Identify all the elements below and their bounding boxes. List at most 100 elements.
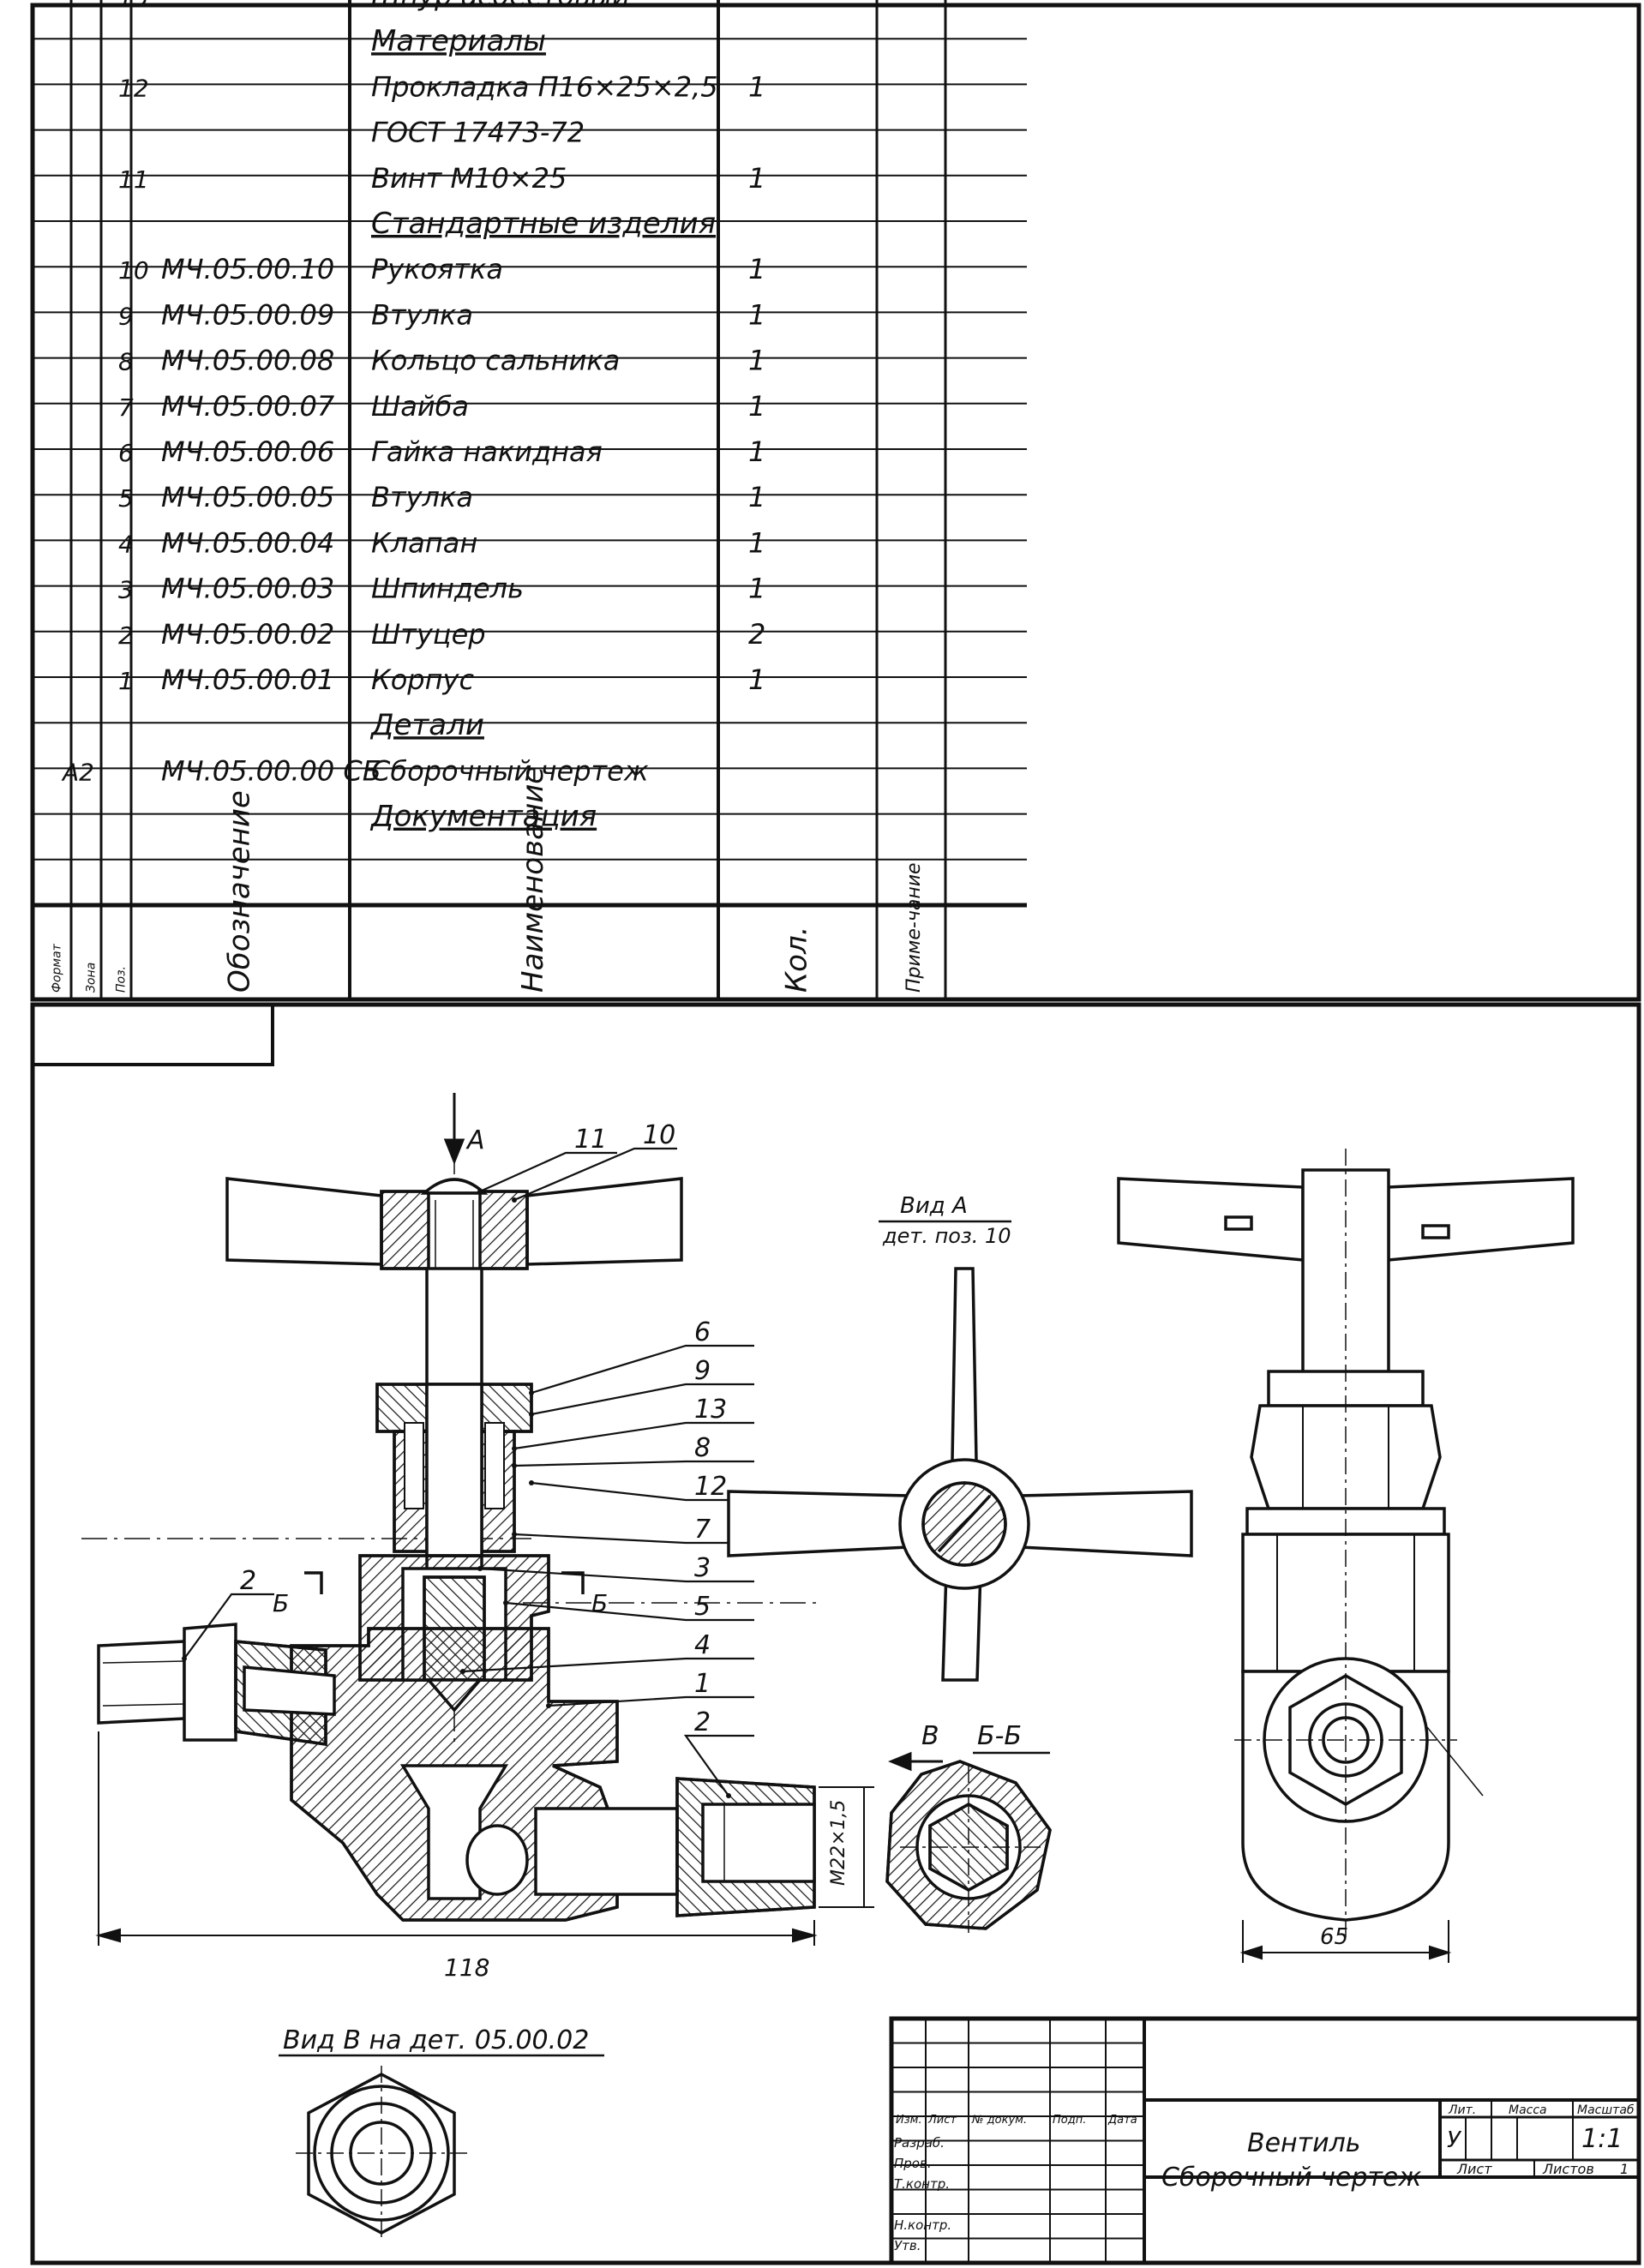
tb-col-sign: Подп. [1053, 2114, 1086, 2127]
spec-row-qty: 1 [748, 345, 765, 377]
dimension-thread [819, 1786, 874, 1908]
spec-row-name: Стандартные изделия [371, 207, 716, 241]
spec-row-pos: 11 [118, 165, 149, 194]
view-arrow-v-label: В [921, 1721, 939, 1751]
spec-header-qty: Кол. [780, 927, 814, 993]
view-arrow-a [443, 1093, 465, 1166]
spec-row-pos: 4 [118, 530, 134, 558]
spec-row-designation: МЧ.05.00.01 [161, 663, 334, 696]
tb-col-date: Дата [1107, 2114, 1137, 2127]
tb-lit: Лит. [1448, 2103, 1476, 2117]
spec-row-pos: 10 [118, 256, 149, 285]
spec-row-pos: 13 [118, 0, 149, 11]
dimension-65 [1239, 1920, 1452, 1963]
tb-role: Разраб. [894, 2135, 945, 2151]
tb-col-doc: № докум. [971, 2114, 1027, 2127]
tb-scale: Масштаб [1577, 2103, 1635, 2117]
spec-row-qty: 1 [748, 390, 765, 423]
spec-row-pos: 12 [118, 74, 149, 102]
dimension-118-text: 118 [444, 1953, 489, 1982]
spec-row-name: Втулка [371, 298, 473, 331]
tb-sheets-value: 1 [1620, 2161, 1629, 2177]
leader-pos-11: 11 [574, 1125, 607, 1155]
tb-col-list: Лист [927, 2114, 957, 2127]
spec-row-pos: 8 [118, 348, 134, 376]
section-arrows-b [304, 1571, 585, 1594]
spec-row-pos: 5 [118, 484, 134, 513]
spec-row-qty: 1 [748, 573, 765, 605]
spec-row-name: Рукоятка [371, 253, 503, 285]
section-b-b [885, 1760, 1052, 1933]
front-section-view [81, 1106, 823, 1922]
leader-pos-7: 7 [694, 1515, 711, 1545]
view-a-title: Вид А [900, 1193, 968, 1219]
spec-row-pos: 1 [118, 667, 134, 695]
spec-row-pos: 6 [118, 439, 134, 467]
spec-row-pos: 9 [118, 302, 134, 330]
tb-scale-value: 1:1 [1581, 2124, 1623, 2154]
leader-pos-6: 6 [694, 1317, 711, 1347]
spec-header-designation: Обозначение [223, 790, 257, 993]
spec-row-name: Клапан [371, 526, 477, 559]
tb-role: Пров. [894, 2156, 932, 2171]
leader-pos-8: 8 [694, 1433, 711, 1463]
tb-role: Н.контр. [894, 2217, 951, 2233]
spec-row-qty: 1 [748, 663, 765, 696]
spec-row-pos: 3 [118, 576, 134, 604]
spec-row-name: Шпиндель [371, 573, 524, 605]
spec-row-name: Гайка накидная [371, 435, 603, 468]
spec-row-name: Винт М10×25 [371, 162, 567, 195]
spec-row-name: Кольцо сальника [371, 345, 620, 377]
spec-row-pos: 2 [118, 621, 134, 650]
spec-row-name: Втулка [371, 481, 473, 513]
section-b-b-title: Б-Б [977, 1721, 1022, 1751]
spec-row-qty: 2 [748, 618, 765, 651]
spec-row-name: Корпус [371, 663, 474, 696]
dimension-118 [95, 1731, 818, 1946]
spec-row-qty: 1 [748, 162, 765, 195]
section-arrow-label-right: Б [591, 1589, 608, 1617]
spec-row-name: Шайба [371, 390, 469, 423]
spec-row-pos: 7 [118, 393, 134, 422]
view-a [727, 1267, 1193, 1682]
leader-pos-5: 5 [694, 1592, 711, 1622]
tb-name-1: Вентиль [1247, 2128, 1360, 2158]
spec-row-designation: МЧ.05.00.10 [161, 253, 334, 285]
spec-row-qty: 1 [748, 435, 765, 468]
spec-row-qty: 1 [748, 253, 765, 285]
tb-name-2: Сборочный чертеж [1161, 2163, 1421, 2193]
leader-pos-12: 12 [694, 1472, 727, 1502]
leader-pos-2: 2 [240, 1566, 256, 1596]
tb-lit-value: У [1447, 2127, 1462, 2153]
leader-pos-2: 2 [694, 1707, 711, 1737]
view-a-subtitle: дет. поз. 10 [882, 1224, 1011, 1248]
spec-row-qty: 1 [748, 70, 765, 103]
side-view [1117, 1149, 1575, 1937]
spec-row-name: ГОСТ 17473-72 [371, 117, 585, 149]
leader-pos-1: 1 [694, 1669, 711, 1699]
spec-row-name: Материалы [371, 24, 546, 58]
spec-row-name: Прокладка П16×25×2,5 [371, 70, 718, 103]
spec-row-designation: МЧ.05.00.00 СБ [161, 754, 381, 787]
tb-role: Утв. [894, 2238, 921, 2253]
spec-row-designation: МЧ.05.00.05 [161, 481, 334, 513]
tb-mass: Масса [1509, 2103, 1547, 2117]
leader-pos-10: 10 [643, 1120, 675, 1150]
section-arrow-label-left: Б [273, 1589, 289, 1617]
spec-header-note: Приме-чание [903, 862, 925, 993]
spec-row-designation: МЧ.05.00.02 [161, 618, 334, 651]
spec-row-name: Шнур асбестовый [371, 0, 630, 12]
spec-row-designation: МЧ.05.00.09 [161, 298, 334, 331]
spec-row-qty: 1 [748, 526, 765, 559]
view-arrow-a-label: А [465, 1125, 485, 1155]
spec-row-qty: 1 [748, 298, 765, 331]
spec-row-qty: 1 [748, 481, 765, 513]
dimension-thread-text: М22×1,5 [828, 1800, 849, 1886]
leader-pos-13: 13 [694, 1395, 727, 1425]
view-v-title: Вид В на дет. 05.00.02 [283, 2025, 589, 2055]
spec-row-designation: МЧ.05.00.08 [161, 345, 334, 377]
leader-pos-4: 4 [694, 1630, 711, 1660]
tb-sheets: Листов [1542, 2161, 1594, 2177]
